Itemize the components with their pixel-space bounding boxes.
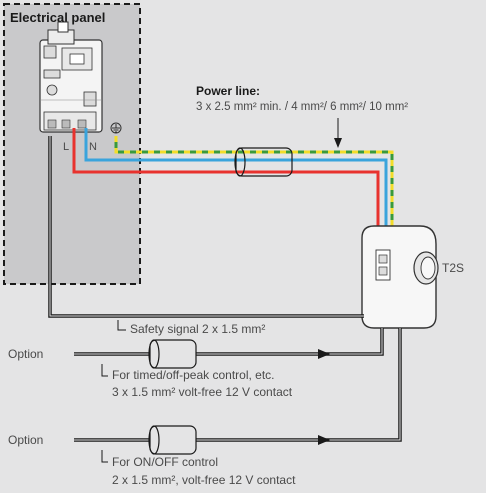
neutral-label: N <box>89 141 97 153</box>
option1-label: Option <box>8 347 43 361</box>
power-line-sleeve-icon <box>234 147 293 177</box>
option2-desc-line2: 2 x 1.5 mm², volt-free 12 V contact <box>112 473 296 487</box>
option2-cable <box>74 328 402 442</box>
option2-desc-line1: For ON/OFF control <box>112 455 218 469</box>
live-wire <box>72 128 380 226</box>
power-line-spec: 3 x 2.5 mm² min. / 4 mm²/ 6 mm²/ 10 mm² <box>196 101 408 113</box>
earth-wire-stripe <box>114 136 394 226</box>
safety-signal-label: Safety signal 2 x 1.5 mm² <box>130 322 265 336</box>
device-name: T2S <box>442 261 464 275</box>
option2-arrow-icon <box>318 435 330 445</box>
power-line-arrow-icon <box>334 118 342 148</box>
earth-symbol-icon <box>110 122 122 134</box>
option1-pointer-icon <box>101 364 108 377</box>
option1-desc-line2: 3 x 1.5 mm² volt-free 12 V contact <box>112 385 293 399</box>
safety-signal-cable-inner <box>49 136 364 317</box>
t2s-device <box>361 225 439 329</box>
safety-pointer-icon <box>117 320 126 331</box>
option1-arrow-icon <box>318 349 330 359</box>
option2-sleeve-icon <box>148 425 197 455</box>
option1-sleeve-icon <box>148 339 197 369</box>
panel-title: Electrical panel <box>10 10 105 25</box>
live-label: L <box>63 141 69 153</box>
power-line-title: Power line: <box>196 84 260 98</box>
option1-desc-line1: For timed/off-peak control, etc. <box>112 368 275 382</box>
breaker-icon <box>39 21 103 133</box>
earth-wire <box>114 136 394 226</box>
option2-label: Option <box>8 433 43 447</box>
option2-pointer-icon <box>101 450 108 463</box>
option2-cable-inner <box>74 328 401 441</box>
